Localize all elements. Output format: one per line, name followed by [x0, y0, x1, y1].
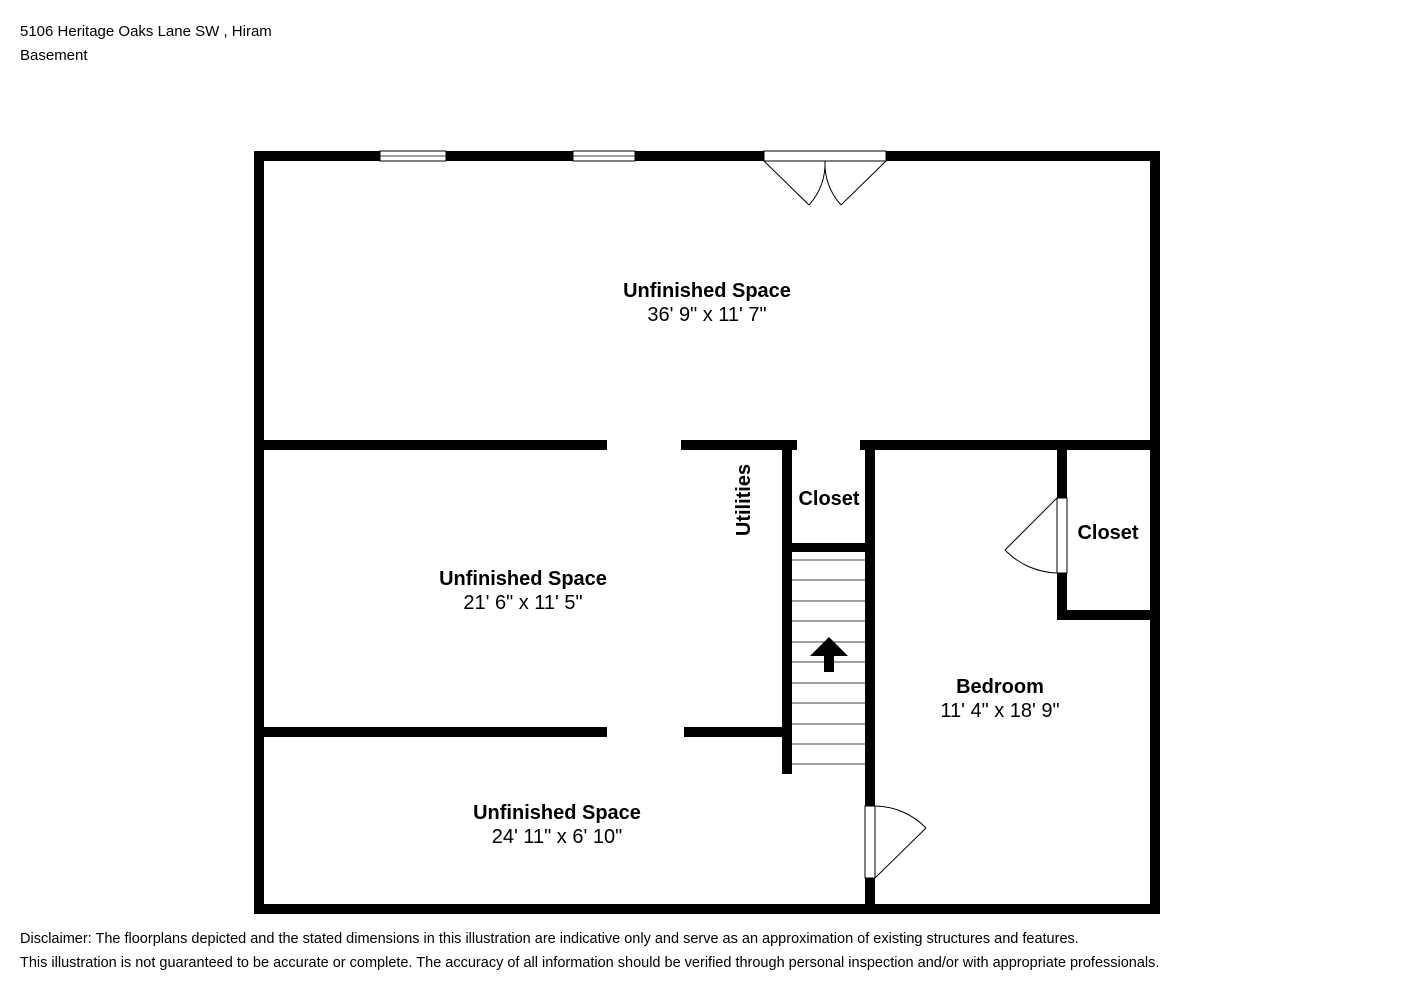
staircase [792, 559, 865, 765]
utilities-label: Utilities [733, 464, 755, 536]
room-label-bedroom: Bedroom 11' 4" x 18' 9" [940, 676, 1059, 722]
room-dimensions: 36' 9" x 11' 7" [647, 304, 766, 326]
room-name: Bedroom [956, 676, 1044, 698]
closet-door [1004, 497, 1068, 574]
window [572, 150, 636, 162]
disclaimer-line: This illustration is not guaranteed to b… [20, 955, 1160, 971]
closet-label: Closet [1077, 522, 1138, 544]
double-door [763, 150, 887, 206]
property-address: 5106 Heritage Oaks Lane SW , Hiram [20, 23, 272, 40]
closet-label: Closet [798, 488, 859, 510]
room-dimensions: 11' 4" x 18' 9" [940, 700, 1059, 722]
room-name: Unfinished Space [439, 568, 607, 590]
room-label-unfinished-top: Unfinished Space 36' 9" x 11' 7" [623, 280, 791, 326]
room-dimensions: 21' 6" x 11' 5" [463, 592, 582, 614]
room-name: Unfinished Space [473, 802, 641, 824]
bedroom-door [864, 805, 927, 879]
room-label-unfinished-bottom: Unfinished Space 24' 11" x 6' 10" [473, 802, 641, 848]
window [379, 150, 447, 162]
floor-level-label: Basement [20, 47, 88, 64]
room-label-unfinished-middle: Unfinished Space 21' 6" x 11' 5" [439, 568, 607, 614]
room-dimensions: 24' 11" x 6' 10" [492, 826, 622, 848]
outer-walls [254, 151, 1160, 914]
interior-walls [254, 440, 1160, 914]
room-name: Unfinished Space [623, 280, 791, 302]
up-arrow-icon [810, 637, 848, 672]
disclaimer-line: Disclaimer: The floorplans depicted and … [20, 931, 1079, 947]
